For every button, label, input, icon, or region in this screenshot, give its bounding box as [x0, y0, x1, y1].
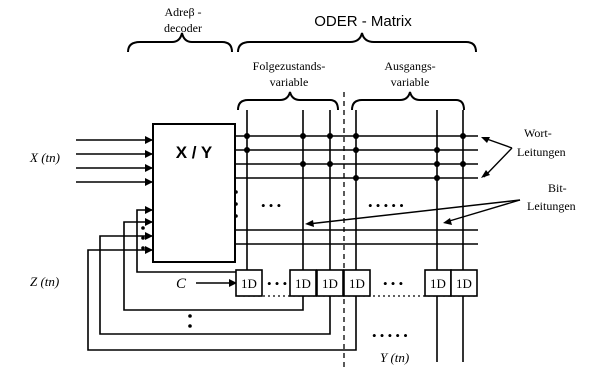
output-dots: • • • • • [372, 328, 408, 343]
input-z-label: Z (tn) [30, 274, 59, 289]
flipflop-dots-right: • • • [383, 276, 403, 291]
state-vars-label-line2: variable [270, 75, 309, 89]
state-vars-label-line1: Folgezustands- [253, 59, 326, 73]
flipflop-5-label: 1D [430, 276, 446, 291]
word-line-left-dots [234, 190, 238, 218]
decoder-box-label: X / Y [176, 143, 213, 162]
output-vars-label-line2: variable [391, 75, 430, 89]
bit-lines-arrowheads [305, 218, 452, 227]
flipflop-dots-left: • • • [267, 276, 287, 291]
flipflop-3: 1D [316, 269, 344, 297]
flipflop-5: 1D [424, 269, 452, 297]
output-y-label: Y (tn) [380, 350, 409, 365]
output-vars-brace [351, 91, 465, 111]
bit-lines-label-line2: Leitungen [527, 199, 576, 213]
decoder-box [152, 123, 236, 263]
word-lines-arrows [483, 137, 513, 178]
flipflop-6-label: 1D [456, 276, 472, 291]
matrix-title: ODER - Matrix [314, 13, 412, 30]
flipflop-1-label: 1D [241, 276, 257, 291]
clock-arrowhead [229, 279, 237, 287]
clock-label: C [176, 276, 187, 292]
feedback-arrowheads [145, 206, 153, 254]
bit-lines-arrows [307, 199, 521, 225]
matrix-brace [237, 32, 477, 53]
bit-lines-label-line1: Bit- [548, 181, 567, 195]
decoder-title-line1: Adreβ - [164, 5, 201, 19]
output-vars-label-line1: Ausgangs- [384, 59, 435, 73]
input-x-label: X (tn) [29, 150, 60, 165]
decoder-title-line2: decoder [164, 21, 202, 35]
decoder-brace [127, 32, 233, 53]
flipflop-3-label: 1D [322, 276, 338, 291]
output-lines [436, 286, 464, 362]
flipflop-2: 1D [289, 269, 317, 297]
feedback-dots [141, 226, 192, 328]
flipflop-6: 1D [450, 269, 478, 297]
flipflop-4: 1D [343, 269, 371, 297]
state-vars-brace [237, 91, 339, 111]
matrix-dots-left: • • • [261, 198, 281, 213]
word-lines-label-line1: Wort- [524, 126, 552, 140]
connection-dots [244, 133, 466, 181]
matrix-dots-right: • • • • • [368, 198, 404, 213]
input-x-arrowheads [145, 136, 153, 186]
input-x-lines [76, 139, 153, 183]
flipflop-1: 1D [235, 269, 263, 297]
word-lines-label-line2: Leitungen [517, 145, 566, 159]
flipflop-2-label: 1D [295, 276, 311, 291]
flipflop-4-label: 1D [349, 276, 365, 291]
word-lines-arrowheads [481, 137, 490, 178]
